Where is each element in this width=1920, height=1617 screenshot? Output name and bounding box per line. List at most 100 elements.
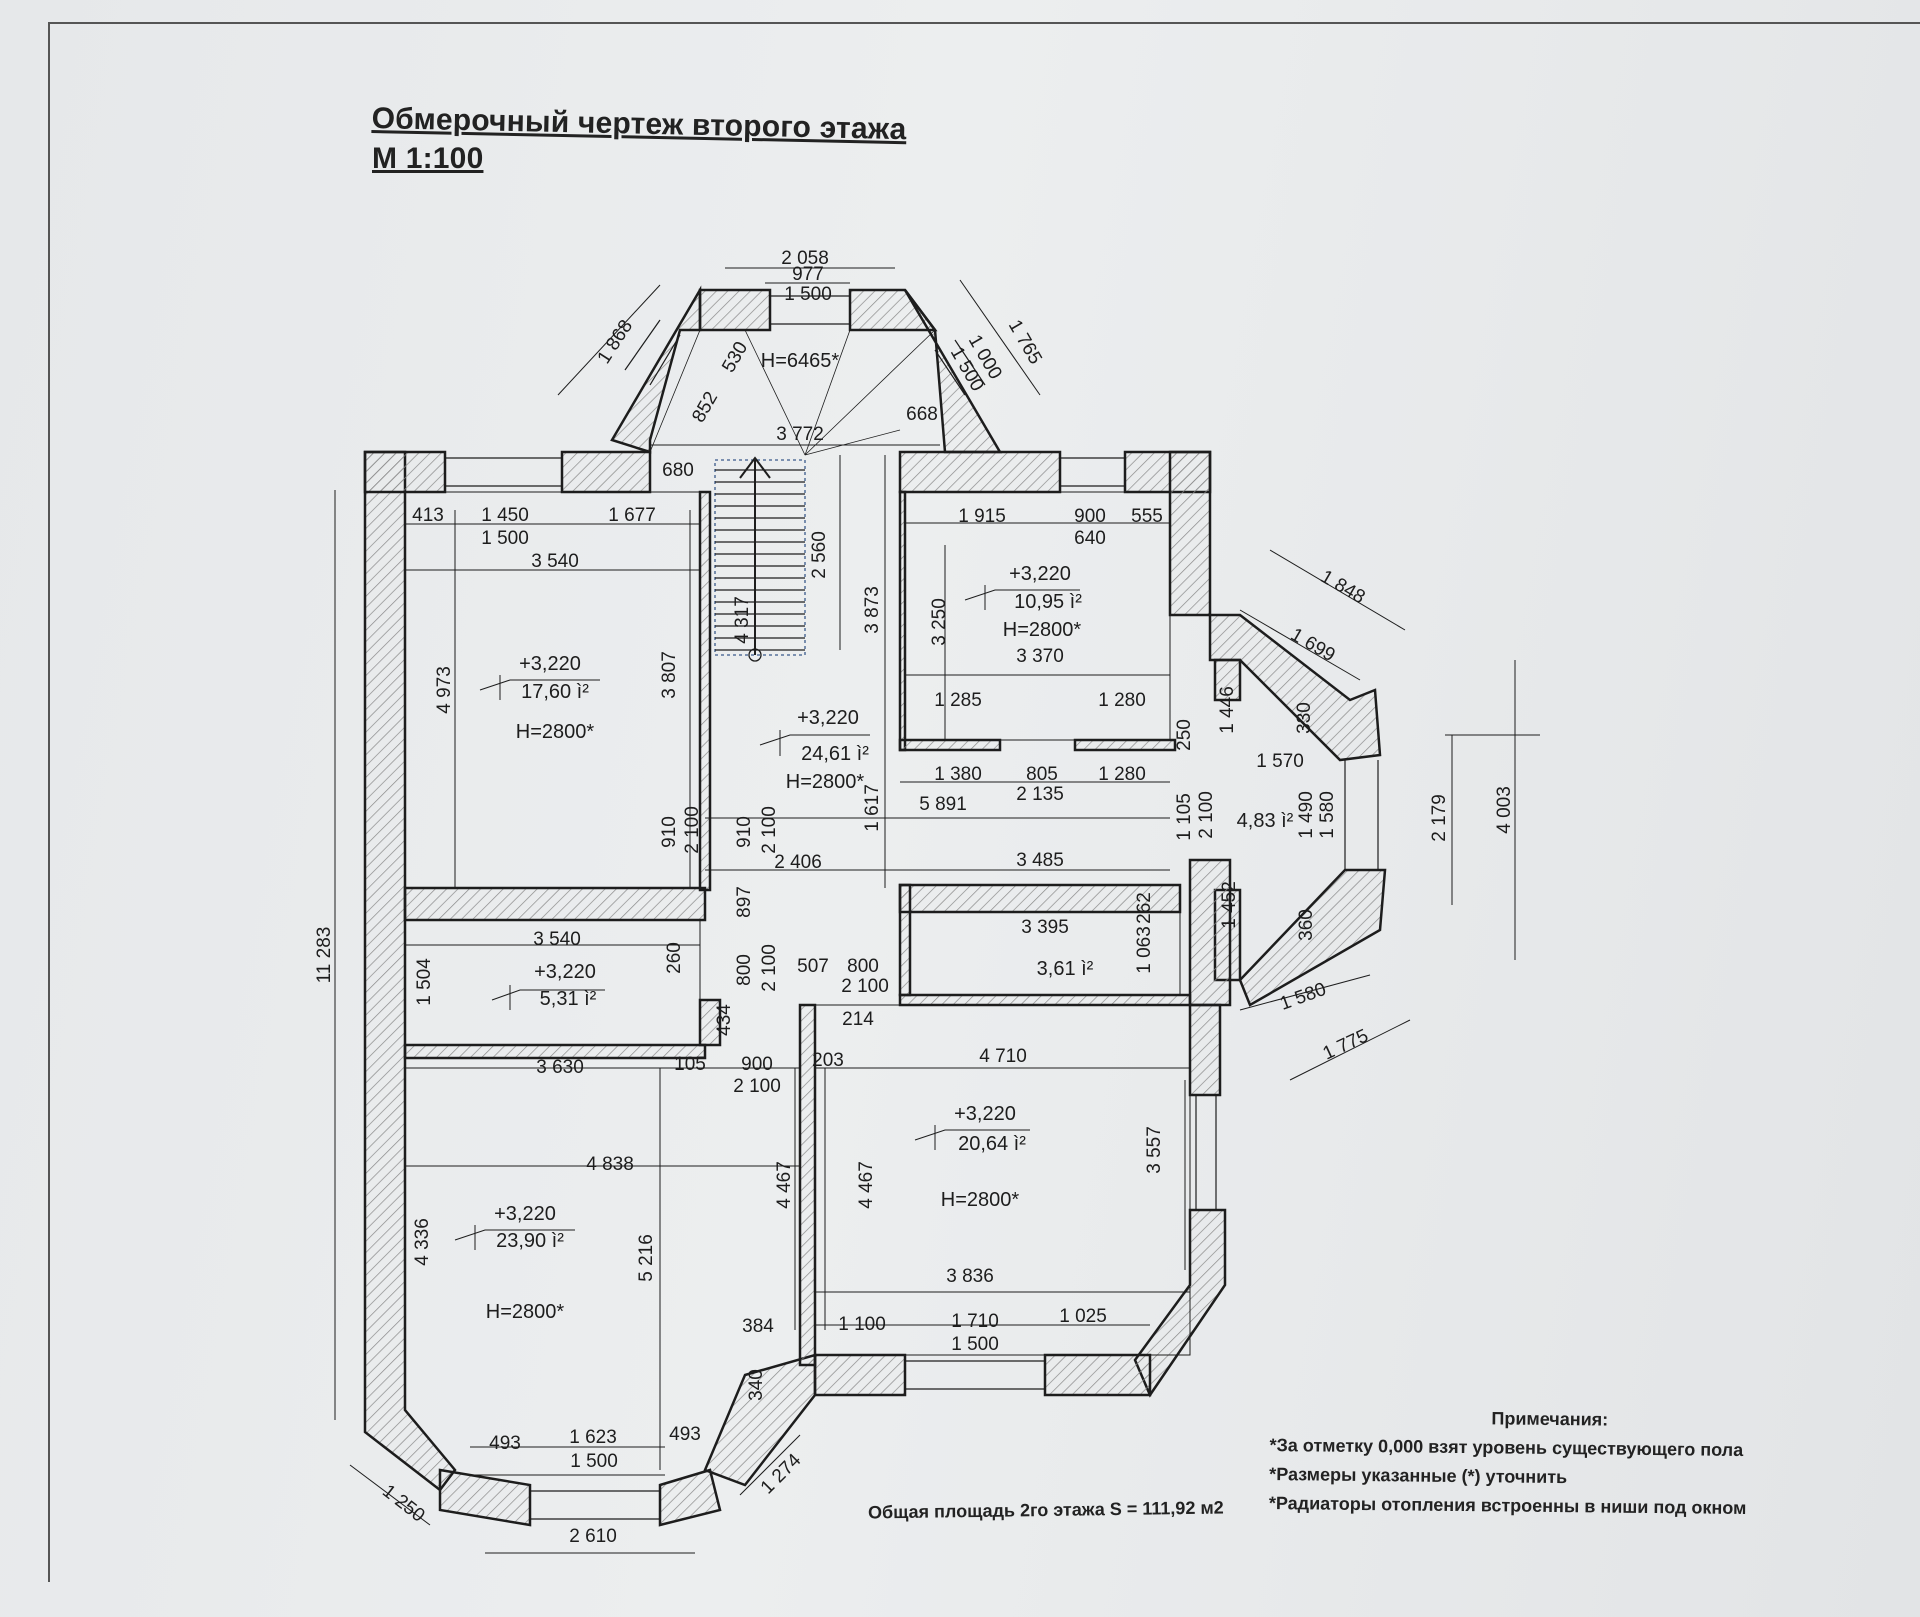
room-storage-label: 3,61 ì² xyxy=(1037,958,1094,980)
dim: 1 490 xyxy=(1296,791,1317,839)
dim: 203 xyxy=(812,1050,844,1071)
dim: 977 xyxy=(792,264,824,285)
dim: 493 xyxy=(489,1433,521,1454)
note-item: *Радиаторы отопления встроенны в ниши по… xyxy=(1268,1492,1747,1518)
dim: 1 100 xyxy=(838,1314,886,1335)
dim: 340 xyxy=(746,1369,767,1401)
room-hall-area: 24,61 ì² xyxy=(801,743,869,765)
dim: 800 xyxy=(734,954,755,986)
dim: 1 570 xyxy=(1256,751,1304,772)
dim: 3 540 xyxy=(531,551,579,572)
interior-wall-storage-south xyxy=(898,993,1192,1007)
east-wall-mid xyxy=(1188,858,1232,1007)
dim: 250 xyxy=(1174,719,1195,751)
dim: 530 xyxy=(718,338,752,376)
dim: 4 710 xyxy=(979,1046,1027,1067)
dim: 1 025 xyxy=(1059,1306,1107,1327)
dim: 1 105 xyxy=(1174,793,1195,841)
dim: 3 370 xyxy=(1016,646,1064,667)
dim: 3 540 xyxy=(533,929,581,950)
dim: 1 452 xyxy=(1219,881,1240,929)
south-wall-east xyxy=(1043,1353,1152,1397)
dim: 3 772 xyxy=(776,424,824,445)
dim: 640 xyxy=(1074,528,1106,549)
dim: 4 838 xyxy=(586,1154,634,1175)
dimension-lines xyxy=(334,267,1540,1554)
room-ne-level: +3,220 xyxy=(1009,563,1071,585)
dim: 805 xyxy=(1026,764,1058,785)
dim: 2 100 xyxy=(759,944,780,992)
room-sw-label: +3,220 23,90 ì² H=2800* xyxy=(454,1203,575,1323)
dim: 1 500 xyxy=(951,1334,999,1355)
south-wall-west-b xyxy=(658,1468,722,1527)
dim: 1 504 xyxy=(414,958,435,1006)
room-labels: +3,220 17,60 ì² H=2800* +3,220 24,61 ì² … xyxy=(454,350,1294,1323)
room-se-height: H=2800* xyxy=(941,1189,1020,1211)
dim: 1 446 xyxy=(1217,686,1238,734)
dim: 4 467 xyxy=(856,1161,877,1209)
stair-bay-wall-west xyxy=(610,285,702,454)
dim: 800 xyxy=(847,956,879,977)
dim: 214 xyxy=(842,1009,874,1030)
dim: 3 873 xyxy=(862,586,883,634)
dim: 1 500 xyxy=(570,1451,618,1472)
dim: 11 283 xyxy=(314,927,335,984)
dim: 1 500 xyxy=(784,284,832,305)
dim: 5 891 xyxy=(919,794,967,815)
east-wall-upper xyxy=(1168,450,1212,617)
room-nw-area: 17,60 ì² xyxy=(521,681,589,703)
room-storage-area: 3,61 ì² xyxy=(1037,958,1094,980)
dim: 1 915 xyxy=(958,506,1006,527)
dim: 2 100 xyxy=(759,806,780,854)
dim: 2 406 xyxy=(774,852,822,873)
dim: 1 765 xyxy=(1004,316,1046,368)
dim: 2 179 xyxy=(1429,794,1450,842)
room-ne-area: 10,95 ì² xyxy=(1014,591,1082,613)
north-wall-right-a xyxy=(898,450,1062,494)
interior-wall-ne-west xyxy=(898,490,907,752)
dim: 1 868 xyxy=(594,316,638,367)
dim: 260 xyxy=(664,942,685,974)
dim: 1 623 xyxy=(569,1427,617,1448)
north-wall-left xyxy=(363,450,447,494)
interior-wall-ne-south-b xyxy=(1073,738,1177,752)
dim: 1 580 xyxy=(1317,791,1338,839)
dim: 668 xyxy=(906,404,938,425)
dim: 507 xyxy=(797,956,829,977)
stair-bay-wall-north2 xyxy=(848,288,938,332)
dim: 3 630 xyxy=(536,1057,584,1078)
room-small-west-area: 5,31 ì² xyxy=(540,988,597,1010)
stair-bay-wall-north xyxy=(698,288,772,332)
dim: 4 003 xyxy=(1494,786,1515,834)
room-bay-east-area: 4,83 ì² xyxy=(1237,810,1294,832)
dim: 4 317 xyxy=(732,596,753,644)
dim: 3 485 xyxy=(1016,850,1064,871)
sheet-border xyxy=(48,22,1920,1582)
dim: 4 467 xyxy=(774,1161,795,1209)
dim: 3 807 xyxy=(659,651,680,699)
south-wall-west-a xyxy=(438,1468,532,1527)
dim: 1 710 xyxy=(951,1311,999,1332)
dim: 2 135 xyxy=(1016,784,1064,805)
dim: 105 xyxy=(674,1054,706,1075)
dim: 2 100 xyxy=(841,976,889,997)
room-sw-level: +3,220 xyxy=(494,1203,556,1225)
dim: 1 250 xyxy=(378,1481,428,1527)
dim: 1 450 xyxy=(481,505,529,526)
dim: 2 100 xyxy=(1196,791,1217,839)
room-nw-level: +3,220 xyxy=(519,653,581,675)
room-bay-east-label: 4,83 ì² xyxy=(1237,810,1294,832)
dim: 1 848 xyxy=(1317,566,1369,608)
room-se-label: +3,220 20,64 ì² H=2800* xyxy=(914,1103,1030,1211)
dim: 1 280 xyxy=(1098,764,1146,785)
dim: 2 610 xyxy=(569,1526,617,1547)
room-hall-level: +3,220 xyxy=(797,707,859,729)
dim: 384 xyxy=(742,1316,774,1337)
dim: 330 xyxy=(1294,702,1315,734)
dim: 3 250 xyxy=(929,598,950,646)
dim: 413 xyxy=(412,505,444,526)
room-small-west-level: +3,220 xyxy=(534,961,596,983)
dim: 900 xyxy=(741,1054,773,1075)
room-nw-label: +3,220 17,60 ì² H=2800* xyxy=(479,653,600,743)
